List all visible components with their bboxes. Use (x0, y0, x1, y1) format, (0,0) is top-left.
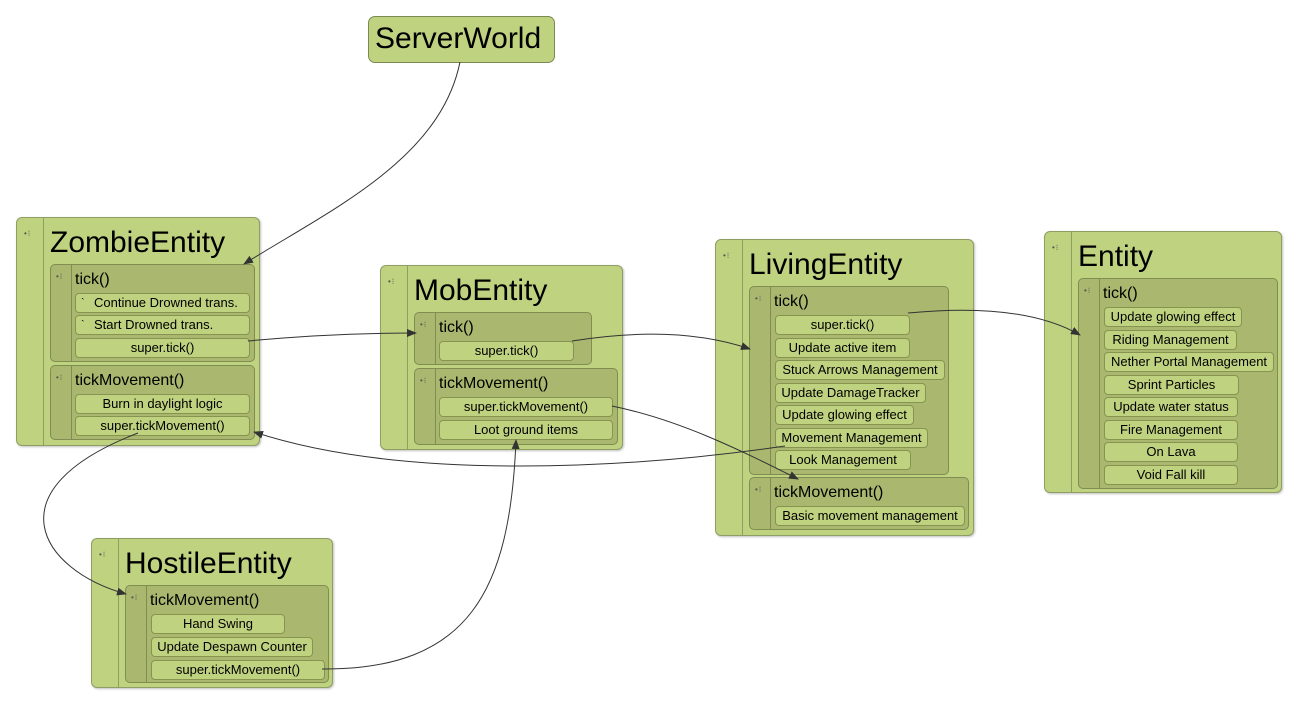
method-item[interactable]: Burn in daylight logic (75, 394, 250, 414)
method-item[interactable]: super.tick() (775, 315, 910, 335)
method-item[interactable]: Update glowing effect (1104, 307, 1242, 327)
method-item[interactable]: super.tickMovement() (151, 660, 325, 680)
method-title: tickMovement() (774, 484, 884, 501)
method-item[interactable]: super.tick() (439, 341, 574, 361)
method-item[interactable]: Update water status (1104, 397, 1238, 417)
serverworld-node[interactable]: ServerWorld (368, 16, 555, 63)
mob-entity-title: MobEntity (414, 274, 548, 307)
method-item[interactable]: super.tickMovement() (439, 397, 613, 417)
entity-tick-method[interactable]: •⁝ tick() Update glowing effect Riding M… (1078, 278, 1278, 489)
collapse-grip-icon[interactable]: •⁝ (99, 550, 107, 559)
collapse-grip-icon[interactable]: •⁝ (723, 251, 731, 260)
method-item[interactable]: Nether Portal Management (1104, 352, 1274, 372)
method-item[interactable]: super.tickMovement() (75, 416, 250, 436)
method-item[interactable]: Movement Management (775, 428, 928, 448)
method-title: tick() (75, 271, 110, 288)
arrow-serverworld-to-zombie-tick (243, 61, 461, 265)
living-entity-node[interactable]: •⁝ LivingEntity •⁝ tick() super.tick() U… (715, 239, 974, 536)
method-item[interactable]: Void Fall kill (1104, 465, 1238, 485)
method-item[interactable]: On Lava (1104, 442, 1238, 462)
method-item[interactable]: Update active item (775, 338, 910, 358)
method-title: tickMovement() (439, 375, 549, 392)
mob-tick-method[interactable]: •⁝ tick() super.tick() (414, 312, 592, 365)
method-title: tickMovement() (150, 592, 260, 609)
method-item[interactable]: Basic movement management (775, 506, 965, 526)
collapse-grip-icon[interactable]: •⁝ (1084, 286, 1092, 295)
mob-tickmovement-method[interactable]: •⁝ tickMovement() super.tickMovement() L… (414, 368, 618, 445)
entity-node[interactable]: •⁝ Entity •⁝ tick() Update glowing effec… (1044, 231, 1282, 493)
collapse-grip-icon[interactable]: •⁝ (755, 485, 763, 494)
method-item[interactable]: Hand Swing (151, 614, 285, 634)
method-item[interactable]: Update DamageTracker (775, 383, 926, 403)
entity-title: Entity (1078, 240, 1154, 273)
living-tick-method[interactable]: •⁝ tick() super.tick() Update active ite… (749, 286, 949, 475)
method-item[interactable]: Riding Management (1104, 330, 1237, 350)
serverworld-label: ServerWorld (375, 22, 542, 55)
collapse-grip-icon[interactable]: •⁝ (1052, 243, 1060, 252)
method-title: tick() (774, 293, 809, 310)
method-item[interactable]: super.tick() (75, 338, 250, 358)
collapse-grip-icon[interactable]: •⁝ (755, 294, 763, 303)
method-title: tick() (439, 319, 474, 336)
collapse-grip-icon[interactable]: •⁝ (388, 277, 396, 286)
method-item[interactable]: Look Management (775, 450, 911, 470)
mob-entity-node[interactable]: •⁝ MobEntity •⁝ tick() super.tick() •⁝ t… (380, 265, 623, 450)
method-title: tick() (1103, 285, 1138, 302)
collapse-grip-icon[interactable]: •⁝ (420, 376, 428, 385)
collapse-grip-icon[interactable]: •⁝ (56, 373, 64, 382)
collapse-grip-icon[interactable]: •⁝ (420, 320, 428, 329)
hostile-tickmovement-method[interactable]: •⁝ tickMovement() Hand Swing Update Desp… (125, 585, 329, 683)
condition-mark-icon: ˋ (81, 297, 85, 309)
method-item[interactable]: Sprint Particles (1104, 375, 1239, 395)
zombie-entity-title: ZombieEntity (50, 226, 226, 259)
collapse-grip-icon[interactable]: •⁝ (24, 229, 32, 238)
method-item[interactable]: Update Despawn Counter (151, 637, 313, 657)
method-title: tickMovement() (75, 372, 185, 389)
collapse-grip-icon[interactable]: •⁝ (56, 272, 64, 281)
method-item[interactable]: Update glowing effect (775, 405, 914, 425)
method-item[interactable]: Fire Management (1104, 420, 1238, 440)
collapse-grip-icon[interactable]: •⁝ (131, 593, 139, 602)
hostile-entity-node[interactable]: •⁝ HostileEntity •⁝ tickMovement() Hand … (91, 538, 333, 688)
method-item[interactable]: Stuck Arrows Management (775, 360, 945, 380)
arrow-hostile-supertickmovement-to-mob-tickmovement (321, 439, 520, 670)
method-item[interactable]: Loot ground items (439, 420, 613, 440)
living-entity-title: LivingEntity (749, 248, 903, 281)
hostile-entity-title: HostileEntity (125, 547, 292, 580)
zombie-tickmovement-method[interactable]: •⁝ tickMovement() Burn in daylight logic… (50, 365, 255, 440)
living-tickmovement-method[interactable]: •⁝ tickMovement() Basic movement managem… (749, 477, 969, 530)
condition-mark-icon: ˋ (81, 319, 85, 331)
